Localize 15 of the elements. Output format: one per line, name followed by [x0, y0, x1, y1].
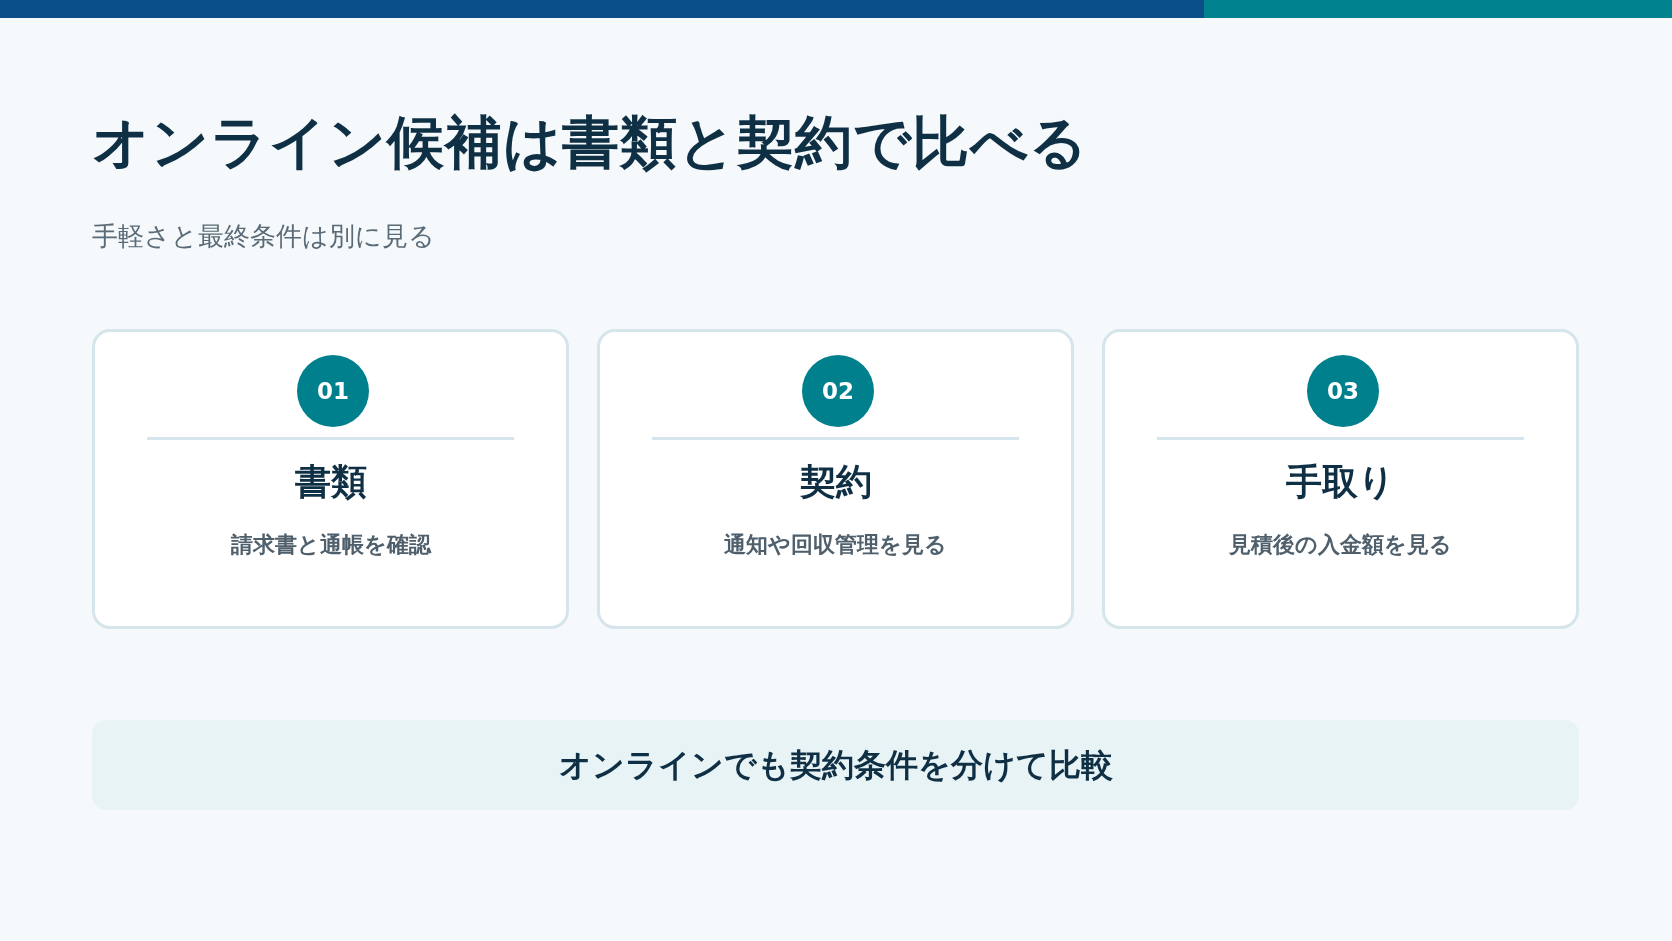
step-card: [92, 329, 569, 629]
card-text: 見積後の入金額を見る: [1229, 531, 1452, 559]
card-text: 通知や回収管理を見る: [724, 531, 947, 559]
step-card: [597, 329, 1074, 629]
subtitle: 手軽さと最終条件は別に見る: [92, 220, 435, 253]
step-card: [1102, 329, 1579, 629]
card-heading: 書類: [294, 460, 367, 504]
number-badge: 03: [1307, 355, 1379, 427]
summary-text: オンラインでも契約条件を分けて比較: [558, 745, 1113, 785]
number-badge: 01: [297, 355, 369, 427]
card-heading: 契約: [799, 460, 872, 504]
card-text: 請求書と通帳を確認: [230, 531, 431, 559]
card-heading: 手取り: [1286, 460, 1395, 504]
number-badge: 02: [802, 355, 874, 427]
title: オンライン候補は書類と契約で比べる: [92, 108, 1088, 177]
